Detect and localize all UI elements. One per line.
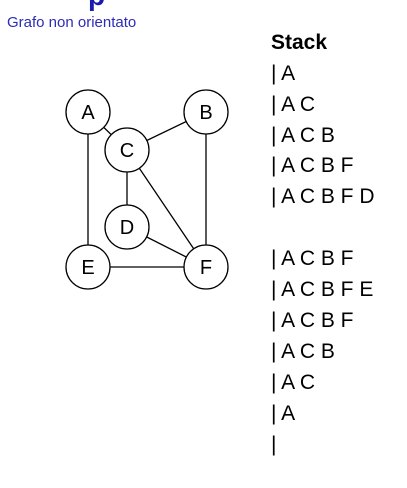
page-title-fragment: p — [88, 0, 158, 12]
stack-line: | A C B — [271, 340, 335, 363]
stack-line: | A — [271, 402, 296, 425]
node-label: F — [200, 257, 212, 279]
stack-line: | — [271, 433, 277, 456]
edge-c-f — [126, 149, 207, 268]
node-label: D — [120, 217, 134, 239]
node-b: B — [183, 89, 229, 135]
stack-title: Stack — [271, 31, 328, 54]
graph-nodes: A B C D E F — [65, 89, 229, 290]
node-circle — [65, 89, 111, 135]
stack-line: | A C B F D — [271, 185, 375, 208]
stack-line: | A C B — [271, 124, 335, 147]
node-label: C — [120, 140, 134, 162]
graph-diagram: A B C D E F — [65, 89, 229, 290]
node-c: C — [104, 127, 150, 173]
node-f: F — [183, 244, 229, 290]
node-circle — [104, 127, 150, 173]
page-title-text: p — [88, 0, 105, 12]
stack-line: | A C B F — [271, 247, 354, 270]
stack-line: | A C — [271, 93, 315, 116]
node-circle — [104, 204, 150, 250]
node-circle — [183, 89, 229, 135]
node-label: B — [199, 102, 212, 124]
subtitle: Grafo non orientato — [7, 14, 137, 31]
stack-line: | A C — [271, 371, 315, 394]
node-e: E — [65, 244, 111, 290]
node-circle — [65, 244, 111, 290]
node-circle — [183, 244, 229, 290]
node-label: E — [81, 257, 94, 279]
stack-line: | A — [271, 62, 296, 85]
node-label: A — [81, 102, 95, 124]
node-a: A — [65, 89, 111, 135]
stack-line: | A C B F — [271, 309, 354, 332]
stack-line: | A C B F E — [271, 278, 374, 301]
stack-line: | A C B F — [271, 154, 354, 177]
graph-edges — [87, 111, 207, 268]
node-d: D — [104, 204, 150, 250]
